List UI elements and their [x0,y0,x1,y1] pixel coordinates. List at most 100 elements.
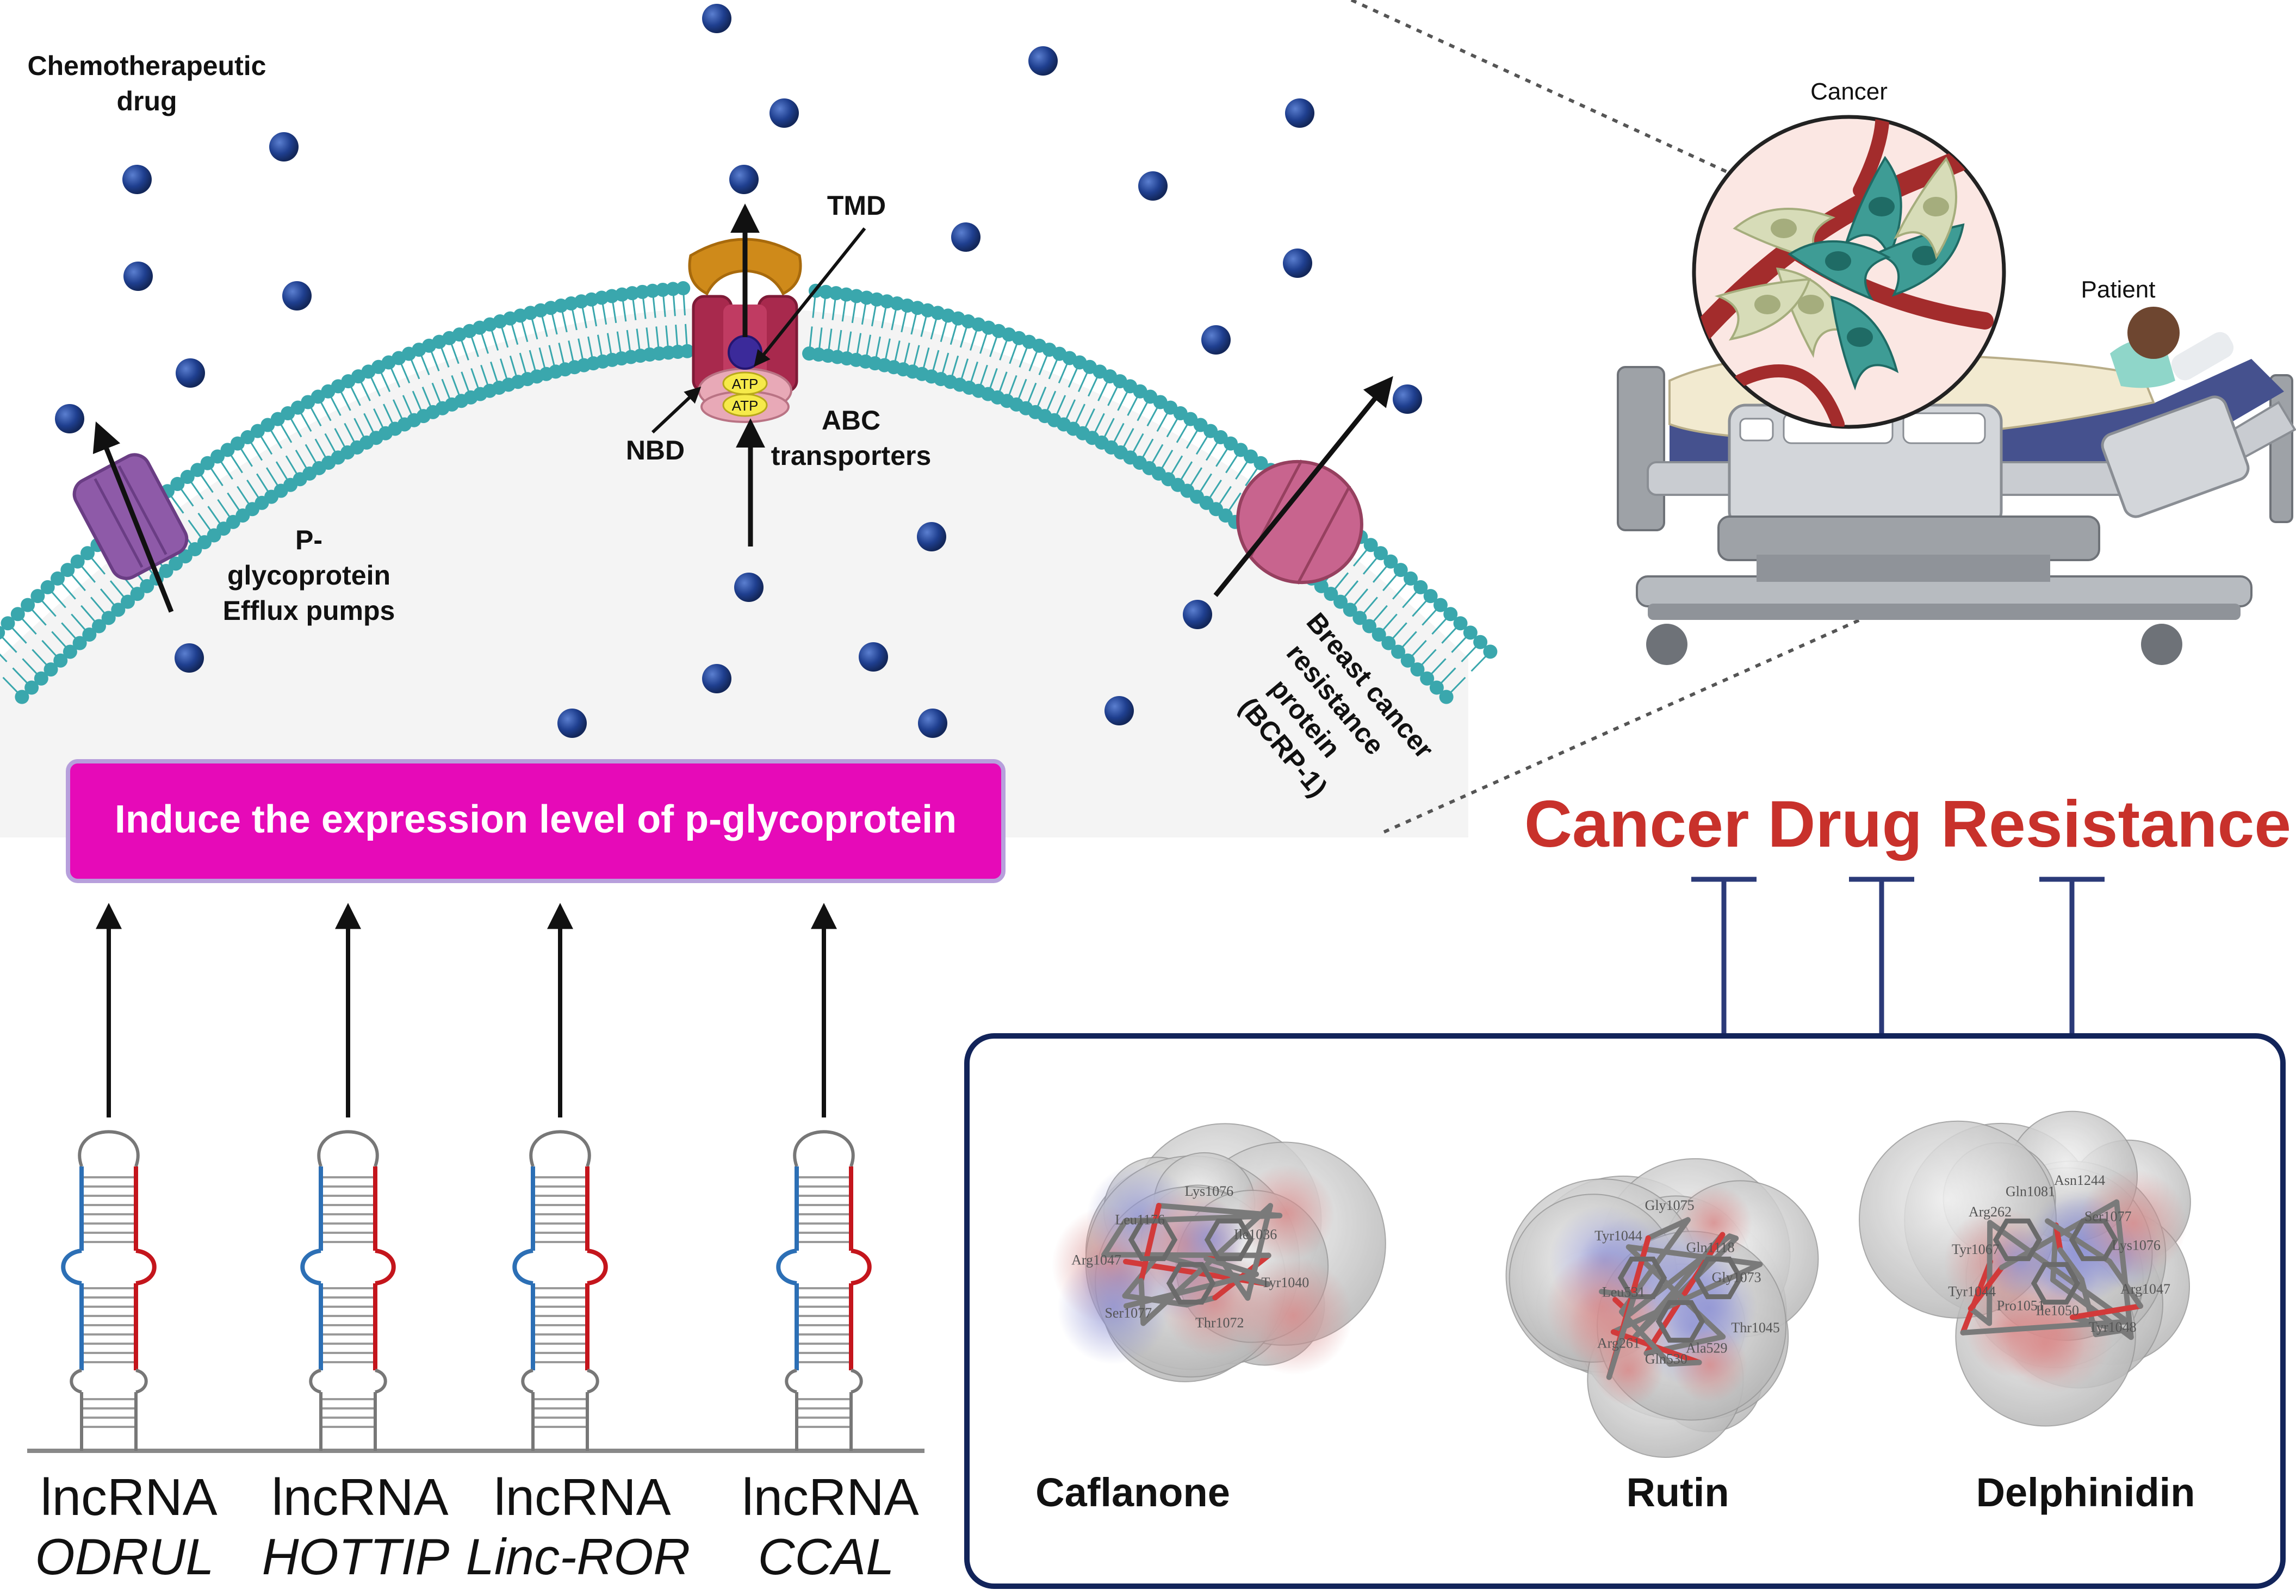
drug-molecule [55,404,84,433]
residue-label: Asn1244 [2054,1172,2105,1188]
residue-label: Leu531 [1602,1284,1645,1300]
drug-molecule [123,262,153,291]
drug-molecule [175,643,204,673]
drug-molecule [770,98,799,128]
drug-label-line1: Chemotherapeutic [28,51,266,81]
residue-label: Lys1076 [1185,1183,1234,1199]
chemotherapeutic-drug-molecules [55,4,1422,738]
residue-label: Tyr1067 [1952,1241,2000,1257]
molecule-caflanone: Tyr1040Thr1072Ser1077Arg1047Leu1176Lys10… [1035,1123,1386,1515]
residue-label: Ile1036 [1234,1227,1277,1243]
lncrna-name: Linc-ROR [466,1528,691,1585]
cancer-cell [1788,240,1891,301]
drug-molecule [734,573,764,602]
cancer-cell [1844,156,1902,259]
residue-label: Tyr1044 [1594,1228,1642,1244]
induce-box-text: Induce the expression level of p-glycopr… [115,798,957,841]
bcrp-efflux-arrow [1213,376,1393,597]
residue-label: Pro1051 [1997,1298,2045,1314]
cancer-cell [1714,278,1811,341]
pgp-efflux-arrow [92,421,174,613]
cancer-cell [1894,157,1958,260]
residue-label: Gly1075 [1645,1197,1695,1213]
residue-label: Gln530 [1645,1351,1687,1367]
cancer-label: Cancer [1810,78,1888,105]
pgp-label-line1: P- [295,525,322,555]
residue-label: Tyr1040 [1262,1275,1310,1290]
nbd-label: NBD [626,435,685,465]
lncrna-label: lncRNA [494,1468,671,1526]
residue-label: Lys1076 [2112,1237,2161,1253]
zoom-line-top [1350,0,1730,175]
tmd-label: TMD [827,190,886,221]
drug-molecule [702,664,731,693]
p-glycoprotein-pump [72,453,189,580]
residue-label: Tyr1048 [2089,1319,2137,1335]
lncrna-label: lncRNA [742,1468,919,1526]
residue-label: Arg1047 [2120,1281,2170,1297]
residue-label: Arg261 [1597,1335,1640,1351]
pgp-label-line2: glycoprotein [227,560,390,591]
patient-head [2127,307,2180,359]
atp-label-1: ATP [732,376,759,392]
drug-molecule [1138,171,1168,201]
molecule-rutin: Thr1045Ala529Gln530Arg261Leu531Tyr1044Gl… [1505,1158,1819,1515]
drug-molecule [1104,696,1134,725]
residue-label: Gly1073 [1712,1269,1761,1285]
inhibition-lines [1691,877,2105,1033]
drug-molecule [951,222,981,252]
drug-molecule [729,165,759,194]
drug-molecule [702,4,731,33]
abc-label-line1: ABC [822,405,880,436]
drug-molecule [269,132,299,162]
lncrna-name: HOTTIP [262,1528,450,1585]
drug-molecule [859,642,888,672]
residue-label: Ser1077 [1104,1305,1152,1321]
lncrna-group: lncRNAODRULlncRNAHOTTIPlncRNALinc-RORlnc… [27,903,924,1585]
membrane-panel: ATP ATP Chemotherapeutic drug P- glycopr… [0,4,1498,837]
drug-molecule [1201,325,1231,355]
drug-molecule [176,358,205,388]
drug-molecule [1183,600,1212,629]
nbd-pointer [651,386,702,434]
zoom-line-bottom [1383,618,1861,834]
molecule-name: Caflanone [1035,1470,1230,1515]
residue-label: Gln1081 [2006,1183,2055,1199]
lncrna-label: lncRNA [271,1468,448,1526]
cancer-zoom-circle [1692,115,2006,429]
residue-label: Ser1077 [2084,1209,2132,1225]
induce-box: Induce the expression level of p-glycopr… [66,759,1006,883]
drug-molecule [1283,249,1312,278]
drug-molecule [1393,384,1422,414]
drug-label-line2: drug [116,86,177,116]
pgp-label-line3: Efflux pumps [223,595,395,626]
drug-molecule [917,522,946,551]
tmd-pointer [754,227,866,367]
residue-label: Arg262 [1969,1204,2012,1220]
residue-label: Ala529 [1686,1340,1728,1356]
cancer-cell [1830,295,1899,391]
drug-molecule [282,281,312,310]
residue-label: Gln1118 [1686,1239,1735,1255]
drug-molecule [918,709,947,738]
patient-label: Patient [2081,276,2156,303]
molecule-delphinidin: Arg1047Tyr1048Ile1050Pro1051Tyr1044Tyr10… [1859,1110,2195,1515]
drug-molecule [557,709,587,738]
molecule-name: Rutin [1626,1470,1729,1515]
bcrp-transporter [1236,459,1363,585]
drug-molecule [1285,98,1314,128]
drug-molecule [1028,46,1058,76]
residue-label: Thr1045 [1731,1320,1780,1336]
resistance-title: Cancer Drug Resistance [1524,787,2291,861]
atp-label-2: ATP [732,398,759,414]
residue-label: Tyr1044 [1948,1284,1996,1300]
atp-2 [722,393,768,417]
lipid-bilayer [0,281,1498,704]
residue-label: Arg1047 [1071,1252,1121,1268]
drug-molecule [122,165,152,194]
lncrna-name: ODRUL [35,1528,214,1585]
docking-molecules: Tyr1040Thr1072Ser1077Arg1047Leu1176Lys10… [1035,1110,2195,1515]
